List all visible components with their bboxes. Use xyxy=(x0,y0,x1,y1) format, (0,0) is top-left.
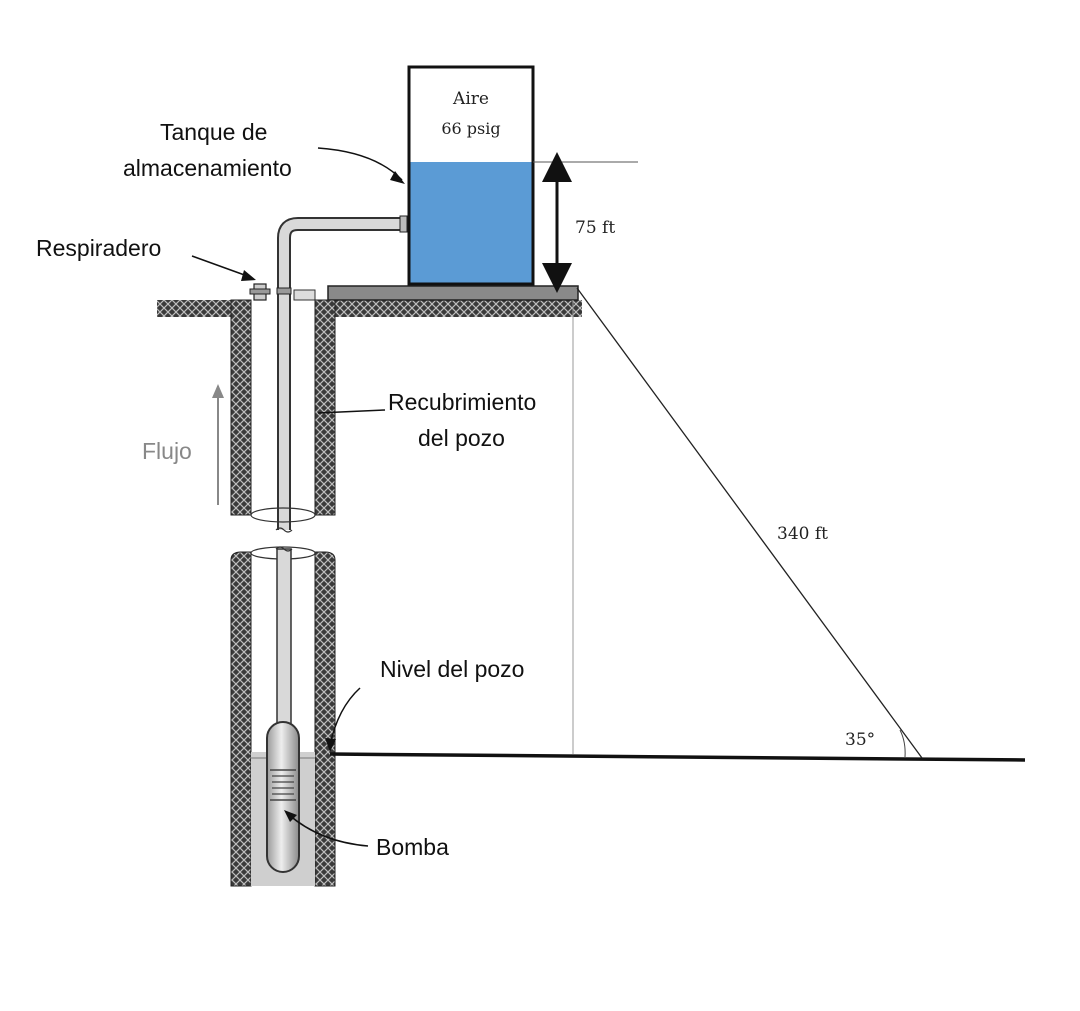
slope-length-label: 340 ft xyxy=(777,524,828,544)
pipe-lower-section xyxy=(275,527,293,730)
angle-arc xyxy=(899,729,906,758)
pressure-label: 66 psig xyxy=(441,119,500,138)
vent-label: Respiradero xyxy=(36,235,161,261)
casing-label-line1: Recubrimiento xyxy=(388,389,536,415)
height-label: 75 ft xyxy=(575,218,615,238)
pump-leader-line xyxy=(287,813,369,847)
vent-leader-arrowhead-icon xyxy=(241,270,256,281)
tank-label-line1: Tanque de xyxy=(160,119,267,145)
air-label: Aire xyxy=(452,89,489,109)
casing-label-line2: del pozo xyxy=(418,425,505,451)
ground-surface xyxy=(157,300,582,317)
tank-leader-arrowhead-icon xyxy=(390,171,405,184)
pump-leader-arrowhead-icon xyxy=(284,810,297,822)
vent-fitting xyxy=(249,283,271,301)
pump xyxy=(266,721,300,873)
well-casing-upper xyxy=(230,299,336,523)
storage-tank xyxy=(407,65,535,286)
angle-label: 35° xyxy=(845,730,875,750)
lower-ground-line xyxy=(329,752,1026,762)
well-level-arrowhead-icon xyxy=(325,738,336,752)
vent-leader-line xyxy=(191,255,251,278)
well-level-label: Nivel del pozo xyxy=(380,656,524,682)
tank-label-line2: almacenamiento xyxy=(123,155,292,181)
casing-leader-line xyxy=(317,409,386,414)
well-level-leader-line xyxy=(329,687,361,746)
flow-label: Flujo xyxy=(142,438,192,464)
tank-leader-line xyxy=(317,147,403,181)
flow-arrowhead-icon xyxy=(212,384,224,398)
discharge-pipe xyxy=(276,215,408,530)
tank-platform xyxy=(327,285,579,301)
slope-line xyxy=(576,287,923,759)
pump-label: Bomba xyxy=(376,834,449,860)
well-cap xyxy=(293,289,316,301)
tank-water xyxy=(409,162,533,284)
